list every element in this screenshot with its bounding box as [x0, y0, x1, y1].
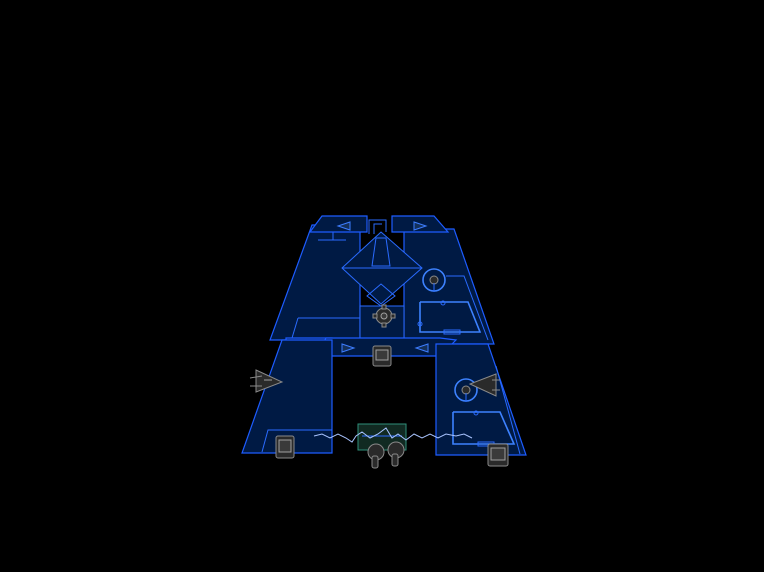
weapon-mount-icon[interactable]: [468, 373, 500, 397]
door-icon[interactable]: [414, 343, 429, 353]
weapon-mount-icon[interactable]: [249, 369, 284, 393]
lower-left-leg[interactable]: [241, 339, 333, 459]
crew-station-icon: [275, 435, 295, 459]
engine-icon[interactable]: [357, 423, 407, 469]
shield-generator-icon: [454, 378, 478, 402]
door-icon[interactable]: [341, 343, 356, 353]
shield-generator-icon: [422, 268, 446, 292]
lower-right-leg[interactable]: [435, 343, 527, 467]
central-diamond-room[interactable]: [341, 231, 423, 307]
power-arc: [313, 427, 473, 443]
upper-left-wing[interactable]: [269, 224, 361, 341]
door-icon[interactable]: [413, 221, 428, 231]
door-icon[interactable]: [336, 221, 351, 231]
top-bridge[interactable]: [308, 215, 450, 234]
upper-right-wing[interactable]: [403, 228, 495, 345]
crew-station-icon: [487, 443, 509, 467]
reactor-cog-icon: [372, 304, 396, 328]
crew-station-icon: [372, 345, 392, 367]
